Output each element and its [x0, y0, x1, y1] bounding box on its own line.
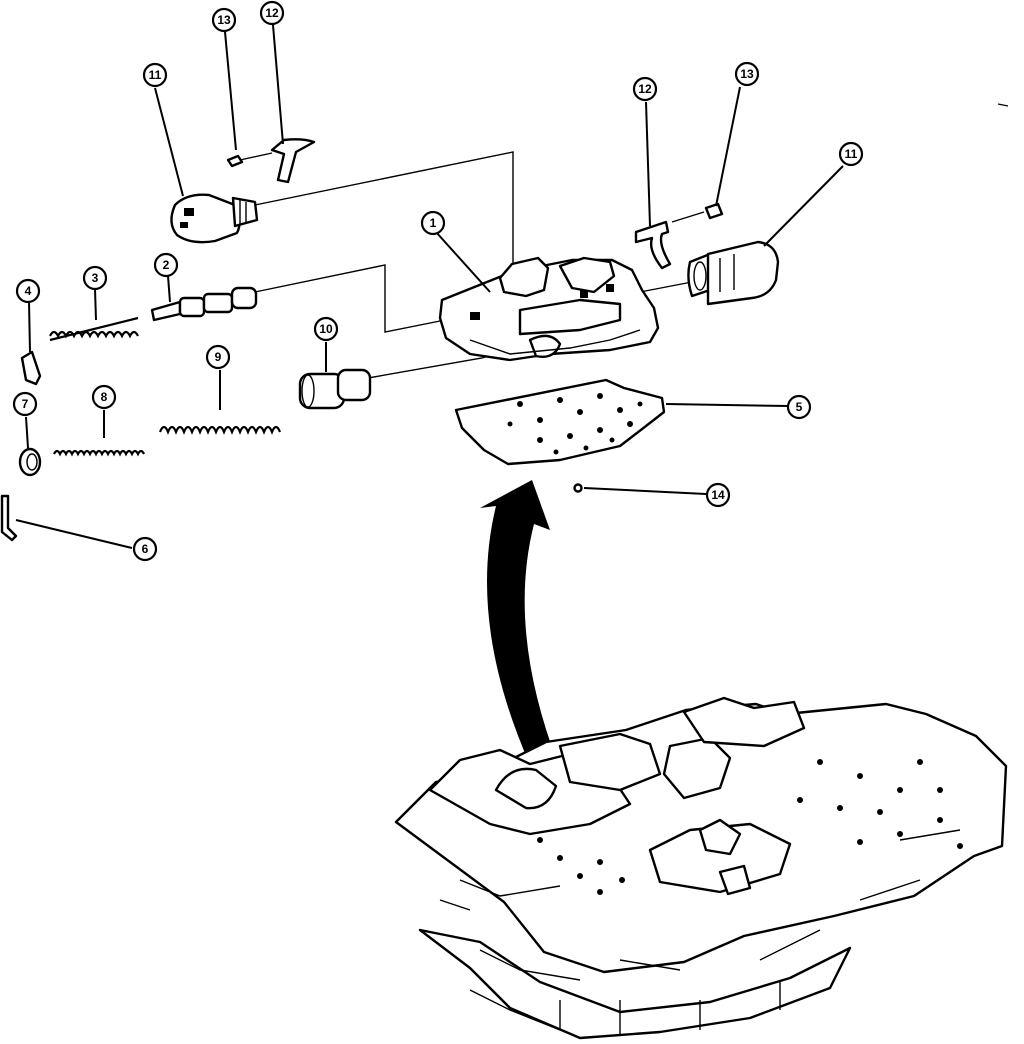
callout-13-right: 13 — [734, 61, 760, 87]
solenoid-left — [170, 193, 259, 244]
callout-9: 9 — [205, 344, 231, 370]
callout-label: 11 — [149, 68, 162, 82]
retainer-4 — [20, 350, 42, 386]
callout-4: 4 — [15, 278, 41, 304]
callout-6: 6 — [132, 536, 158, 562]
callout-10: 10 — [313, 316, 339, 342]
solenoid-right — [687, 240, 780, 306]
retaining-clip-right — [634, 220, 672, 270]
spring-8 — [53, 449, 145, 457]
callout-label: 2 — [163, 258, 170, 272]
plug-7 — [18, 447, 42, 477]
callout-label: 13 — [740, 67, 754, 81]
check-ball — [573, 483, 583, 493]
callout-3: 3 — [82, 265, 108, 291]
main-valve-body — [394, 696, 1008, 1040]
callout-label: 9 — [215, 350, 222, 364]
callout-label: 3 — [92, 271, 99, 285]
callout-label: 6 — [142, 542, 149, 556]
callout-12-left: 12 — [259, 0, 285, 26]
solenoid-valve-body — [438, 256, 660, 362]
callout-label: 14 — [711, 488, 725, 502]
stray-mark — [997, 103, 1009, 107]
callout-12-right: 12 — [632, 76, 658, 102]
separator-plate — [454, 378, 666, 466]
pin-right — [671, 202, 724, 223]
pin-left — [226, 152, 273, 168]
callout-label: 8 — [101, 390, 108, 404]
valve-spool — [150, 286, 258, 322]
callout-8: 8 — [91, 384, 117, 410]
callout-label: 11 — [845, 147, 858, 161]
callout-13-left: 13 — [211, 7, 237, 33]
valve-sleeve-10 — [298, 368, 372, 410]
callout-label: 12 — [265, 6, 279, 20]
callout-label: 4 — [25, 284, 32, 298]
callout-label: 5 — [796, 400, 803, 414]
callout-label: 10 — [319, 322, 333, 336]
pin-6 — [0, 494, 18, 542]
spring-9 — [158, 425, 282, 435]
callout-7: 7 — [12, 391, 38, 417]
callout-5: 5 — [786, 394, 812, 420]
spring-3 — [49, 316, 139, 342]
callout-11-left: 11 — [142, 62, 168, 88]
callout-14: 14 — [705, 482, 731, 508]
callout-label: 13 — [217, 13, 231, 27]
removal-arrow — [480, 480, 562, 778]
callout-2: 2 — [153, 252, 179, 278]
callout-label: 1 — [430, 216, 437, 230]
leader-lines — [15, 24, 844, 549]
retaining-clip-left — [270, 138, 316, 184]
callout-11-right: 11 — [838, 141, 864, 167]
callout-label: 12 — [638, 82, 652, 96]
callout-label: 7 — [22, 397, 29, 411]
callout-1: 1 — [420, 210, 446, 236]
